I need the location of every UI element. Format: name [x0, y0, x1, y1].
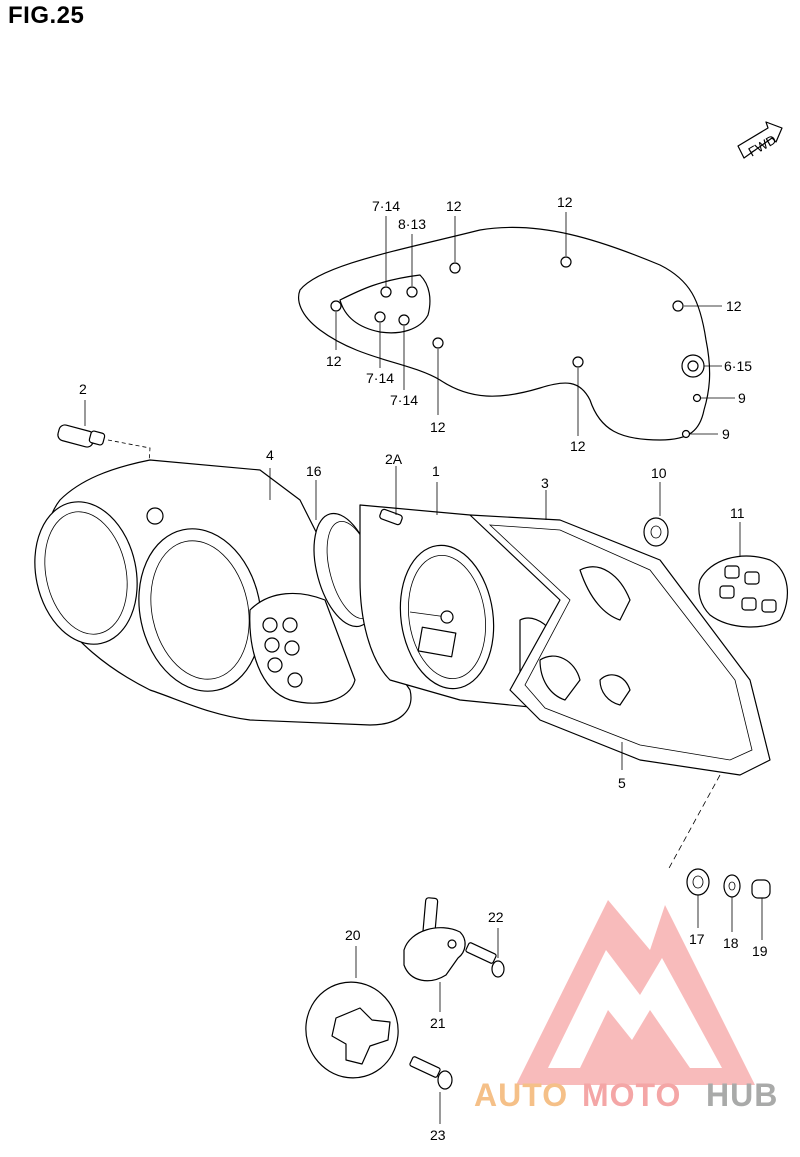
cable-gear-cover — [305, 946, 399, 1079]
callout-8-13: 8·13 — [398, 216, 426, 232]
watermark-auto: AUTO — [474, 1077, 568, 1113]
callout-23: 23 — [430, 1127, 446, 1143]
callout-10: 10 — [651, 465, 667, 481]
meter-case — [469, 490, 771, 871]
callout-5: 5 — [618, 775, 626, 791]
callout-20: 20 — [345, 927, 361, 943]
callout-21: 21 — [430, 1015, 446, 1031]
callout-7-14-mid: 7·14 — [366, 370, 394, 386]
collar-19 — [751, 879, 771, 940]
callout-labels: 2 2A 1 3 4 5 10 11 16 17 18 19 20 21 22 … — [79, 194, 768, 1143]
callout-12-f: 12 — [570, 438, 586, 454]
speed-sensor — [403, 897, 466, 1012]
watermark-wordmark: AUTO MOTO HUB — [474, 1077, 778, 1113]
fwd-arrow-icon: FWD — [737, 121, 783, 160]
callout-7-14-low: 7·14 — [390, 392, 418, 408]
callout-1: 1 — [432, 463, 440, 479]
indicator-lens — [698, 522, 788, 628]
meter-cover — [34, 459, 412, 726]
callout-2A: 2A — [385, 451, 403, 467]
callout-2: 2 — [79, 381, 87, 397]
washer-18 — [723, 874, 741, 932]
callout-9-a: 9 — [738, 390, 746, 406]
gasket-outline — [298, 212, 735, 441]
screw-22 — [465, 928, 505, 978]
callout-4: 4 — [266, 447, 274, 463]
callout-11: 11 — [730, 505, 745, 521]
callout-18: 18 — [723, 935, 739, 951]
callout-12-e: 12 — [430, 419, 446, 435]
callout-6-15: 6·15 — [724, 358, 752, 374]
callout-16: 16 — [306, 463, 322, 479]
callout-12-b: 12 — [557, 194, 573, 210]
watermark-logo — [516, 900, 755, 1085]
grommet — [643, 482, 669, 547]
watermark-moto: MOTO — [582, 1077, 681, 1113]
callout-7-14-top: 7·14 — [372, 198, 400, 214]
callout-12-c: 12 — [726, 298, 742, 314]
figure-title: FIG.25 — [8, 2, 85, 29]
callout-3: 3 — [541, 475, 549, 491]
screw-23 — [409, 1056, 453, 1124]
callout-12-a: 12 — [446, 198, 462, 214]
bulb-socket — [57, 400, 151, 509]
callout-22: 22 — [488, 909, 504, 925]
watermark-hub: HUB — [706, 1077, 778, 1113]
grommet-17 — [686, 868, 710, 928]
callout-12-d: 12 — [326, 353, 342, 369]
callout-17: 17 — [689, 931, 705, 947]
callout-9-b: 9 — [722, 426, 730, 442]
callout-19: 19 — [752, 943, 768, 959]
